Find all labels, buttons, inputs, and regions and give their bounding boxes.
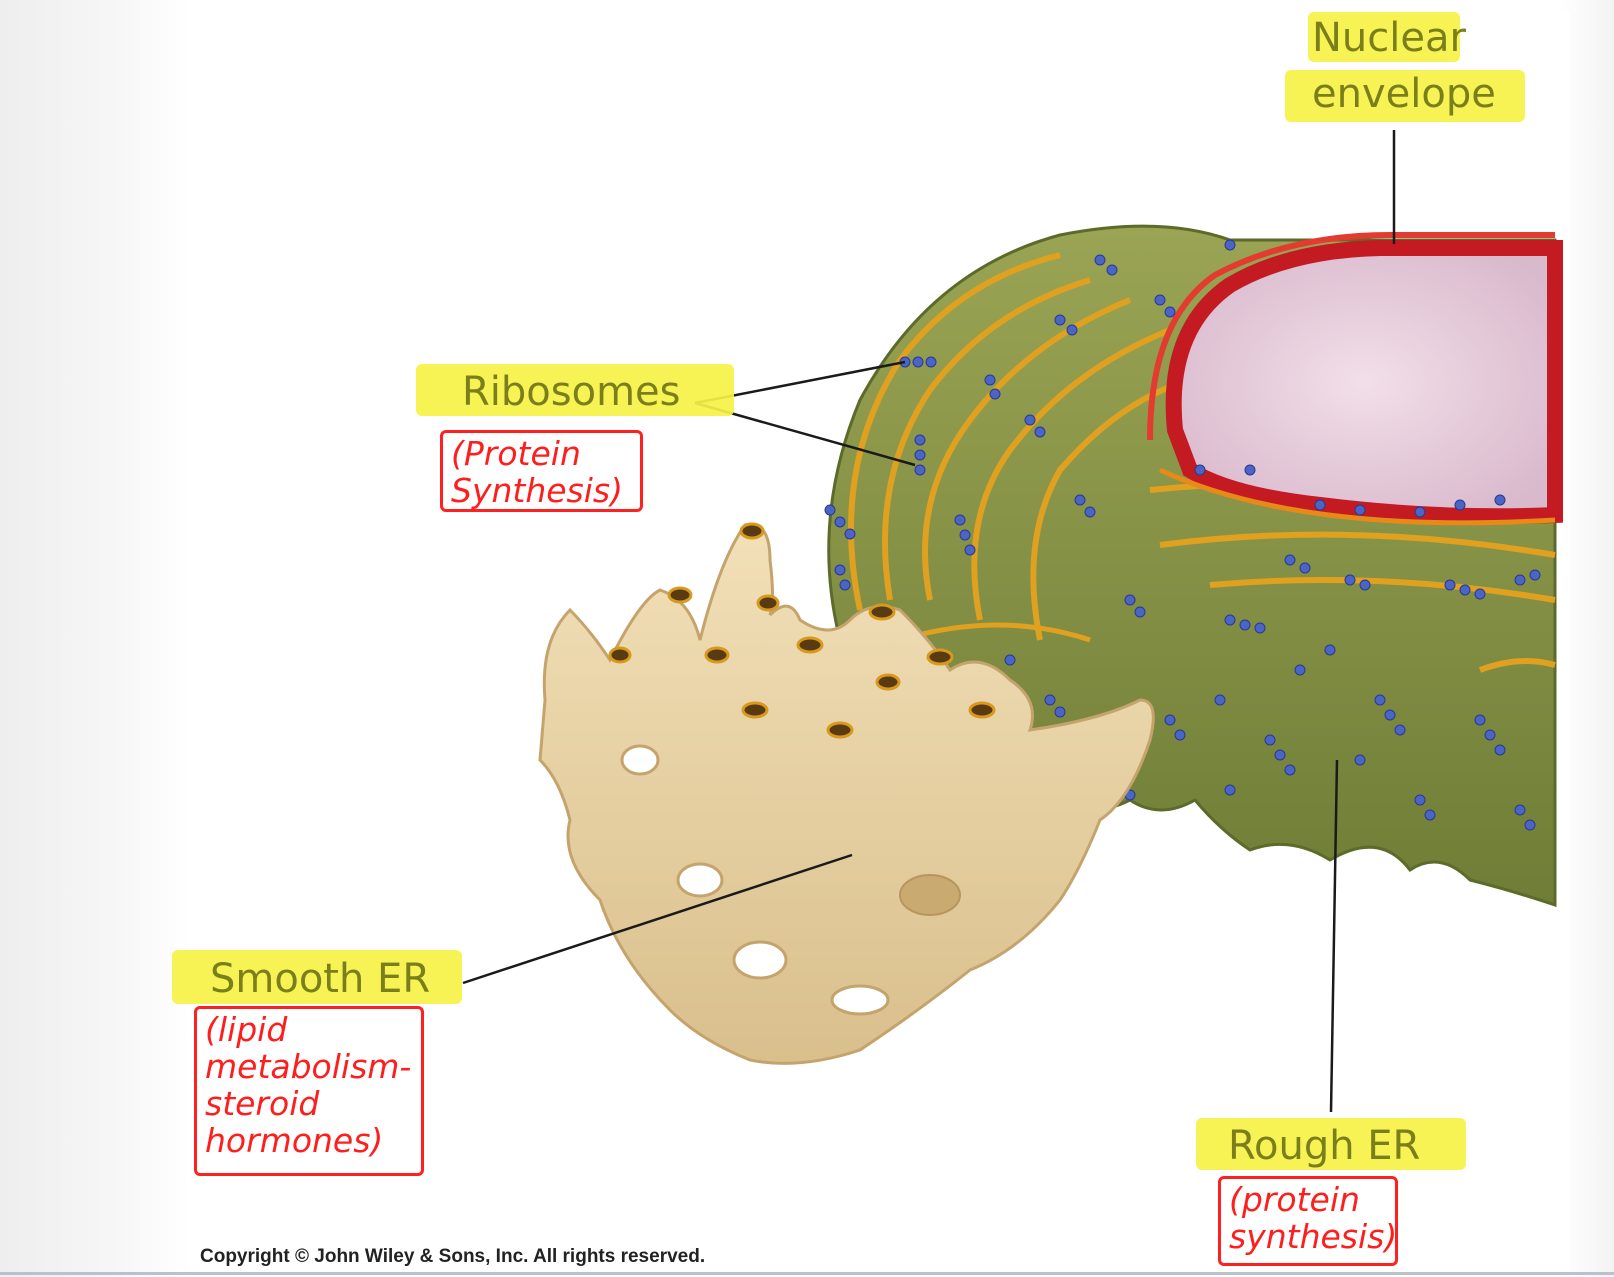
highlight-smooth-er: [172, 950, 462, 1004]
note-rough-er-line: (protein: [1229, 1180, 1360, 1219]
leader-rough-er: [1329, 759, 1339, 1113]
smooth-er-shape: [538, 522, 1155, 1065]
nucleus-shape: [1147, 232, 1563, 526]
note-ribosomes-line: Synthesis): [451, 471, 623, 510]
ribosome-dots: [824, 239, 1541, 831]
highlight-ribosomes: [416, 364, 734, 416]
leader-smooth-er: [462, 853, 853, 985]
note-smooth-er-line: metabolism-: [205, 1047, 412, 1086]
label-rough-er: Rough ER: [1228, 1123, 1421, 1169]
note-ribosomes: (Protein Synthesis): [440, 430, 643, 512]
label-nuclear-envelope-line1: Nuclear: [1312, 15, 1466, 61]
label-ribosomes: Ribosomes: [462, 369, 681, 415]
bottom-divider: [0, 1272, 1614, 1275]
note-smooth-er-line: (lipid: [205, 1010, 288, 1049]
highlight-nuclear: [1308, 12, 1460, 62]
note-rough-er: (protein synthesis): [1218, 1176, 1398, 1266]
label-nuclear-envelope-line2: envelope: [1312, 71, 1496, 117]
note-ribosomes-line: (Protein: [451, 434, 581, 473]
label-nuclear-envelope: Nuclear envelope: [1312, 10, 1496, 122]
note-smooth-er-line: steroid: [205, 1084, 320, 1123]
highlight-envelope: [1285, 70, 1525, 122]
label-smooth-er: Smooth ER: [210, 956, 431, 1002]
note-smooth-er: (lipid metabolism- steroid hormones): [194, 1006, 424, 1176]
note-smooth-er-line: hormones): [205, 1121, 384, 1160]
copyright-text: Copyright © John Wiley & Sons, Inc. All …: [200, 1246, 706, 1267]
highlight-rough-er: [1196, 1118, 1466, 1170]
note-rough-er-line: synthesis): [1229, 1217, 1398, 1256]
